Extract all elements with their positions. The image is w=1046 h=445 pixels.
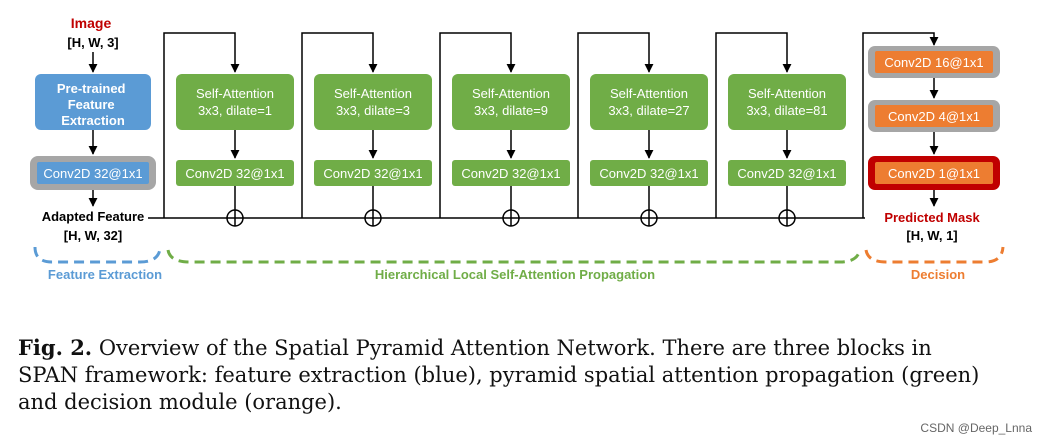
self-attention-params-1: 3x3, dilate=1 xyxy=(198,103,272,118)
decision-section-label: Decision xyxy=(911,267,965,282)
svg-text:Pre-trained Feature Ex: Pre-trained Feature Extraction xyxy=(57,81,129,128)
adapted-feature-shape: [H, W, 32] xyxy=(64,228,123,243)
propagation-brace xyxy=(166,248,862,264)
decision-conv-4-label: Conv2D 4@1x1 xyxy=(888,109,980,124)
block-conv-label-1: Conv2D 32@1x1 xyxy=(185,166,284,181)
self-attention-title-4: Self-Attention xyxy=(610,86,688,101)
block-conv-box-5 xyxy=(728,160,846,186)
self-attention-title-2: Self-Attention xyxy=(334,86,412,101)
pretrained-line-2: Feature xyxy=(68,97,115,112)
self-attention-params-3: 3x3, dilate=9 xyxy=(474,103,548,118)
self-attention-title-3: Self-Attention xyxy=(472,86,550,101)
fe-conv-label: Conv2D 32@1x1 xyxy=(43,166,142,181)
skip-connection-1 xyxy=(163,32,240,218)
block-conv-label-2: Conv2D 32@1x1 xyxy=(323,166,422,181)
self-attention-box-4 xyxy=(590,74,708,130)
block-conv-box-4 xyxy=(590,160,708,186)
block-conv-box-3 xyxy=(452,160,570,186)
feature-extraction-brace xyxy=(33,246,162,264)
self-attention-box-5 xyxy=(728,74,846,130)
adapted-feature-title: Adapted Feature xyxy=(42,209,145,224)
skip-connection-3 xyxy=(439,32,516,218)
block-conv-box-2 xyxy=(314,160,432,186)
span-architecture-diagram: Image [H, W, 3] Pre-trained Feature Extr… xyxy=(30,15,1005,282)
decision-conv-1-box xyxy=(875,162,993,184)
self-attention-box-2 xyxy=(314,74,432,130)
figure-caption: Fig. 2. Overview of the Spatial Pyramid … xyxy=(18,334,998,416)
skip-connection-5 xyxy=(715,32,792,218)
decision-conv-4-box xyxy=(875,105,993,127)
self-attention-params-2: 3x3, dilate=3 xyxy=(336,103,410,118)
propagation-section-label: Hierarchical Local Self-Attention Propag… xyxy=(375,267,655,282)
predicted-mask-title: Predicted Mask xyxy=(884,210,980,225)
self-attention-box-3 xyxy=(452,74,570,130)
pretrained-line-1: Pre-trained xyxy=(57,81,126,96)
decision-conv-16-box xyxy=(875,51,993,73)
watermark: CSDN @Deep_Lnna xyxy=(920,421,1032,435)
decision-brace xyxy=(864,246,1005,264)
self-attention-box-1 xyxy=(176,74,294,130)
input-shape: [H, W, 3] xyxy=(67,35,118,50)
block-conv-label-4: Conv2D 32@1x1 xyxy=(599,166,698,181)
fe-conv-box xyxy=(37,162,149,184)
self-attention-params-4: 3x3, dilate=27 xyxy=(608,103,689,118)
pretrained-feature-extraction-box xyxy=(35,74,151,130)
skip-connection-2 xyxy=(301,32,378,218)
block-conv-box-1 xyxy=(176,160,294,186)
decision-conv-1-label: Conv2D 1@1x1 xyxy=(888,166,980,181)
caption-figure-label: Fig. 2. xyxy=(18,335,93,360)
pretrained-line-3: Extraction xyxy=(61,113,125,128)
decision-conv-16-label: Conv2D 16@1x1 xyxy=(884,55,983,70)
self-attention-params-5: 3x3, dilate=81 xyxy=(746,103,827,118)
self-attention-title-5: Self-Attention xyxy=(748,86,826,101)
arrow-to-decision xyxy=(862,32,939,218)
block-conv-label-5: Conv2D 32@1x1 xyxy=(737,166,836,181)
block-conv-label-3: Conv2D 32@1x1 xyxy=(461,166,560,181)
input-title: Image xyxy=(71,15,112,31)
skip-connection-4 xyxy=(577,32,654,218)
feature-extraction-section-label: Feature Extraction xyxy=(48,267,162,282)
predicted-mask-shape: [H, W, 1] xyxy=(906,228,957,243)
caption-text: Overview of the Spatial Pyramid Attentio… xyxy=(18,336,980,414)
self-attention-title-1: Self-Attention xyxy=(196,86,274,101)
